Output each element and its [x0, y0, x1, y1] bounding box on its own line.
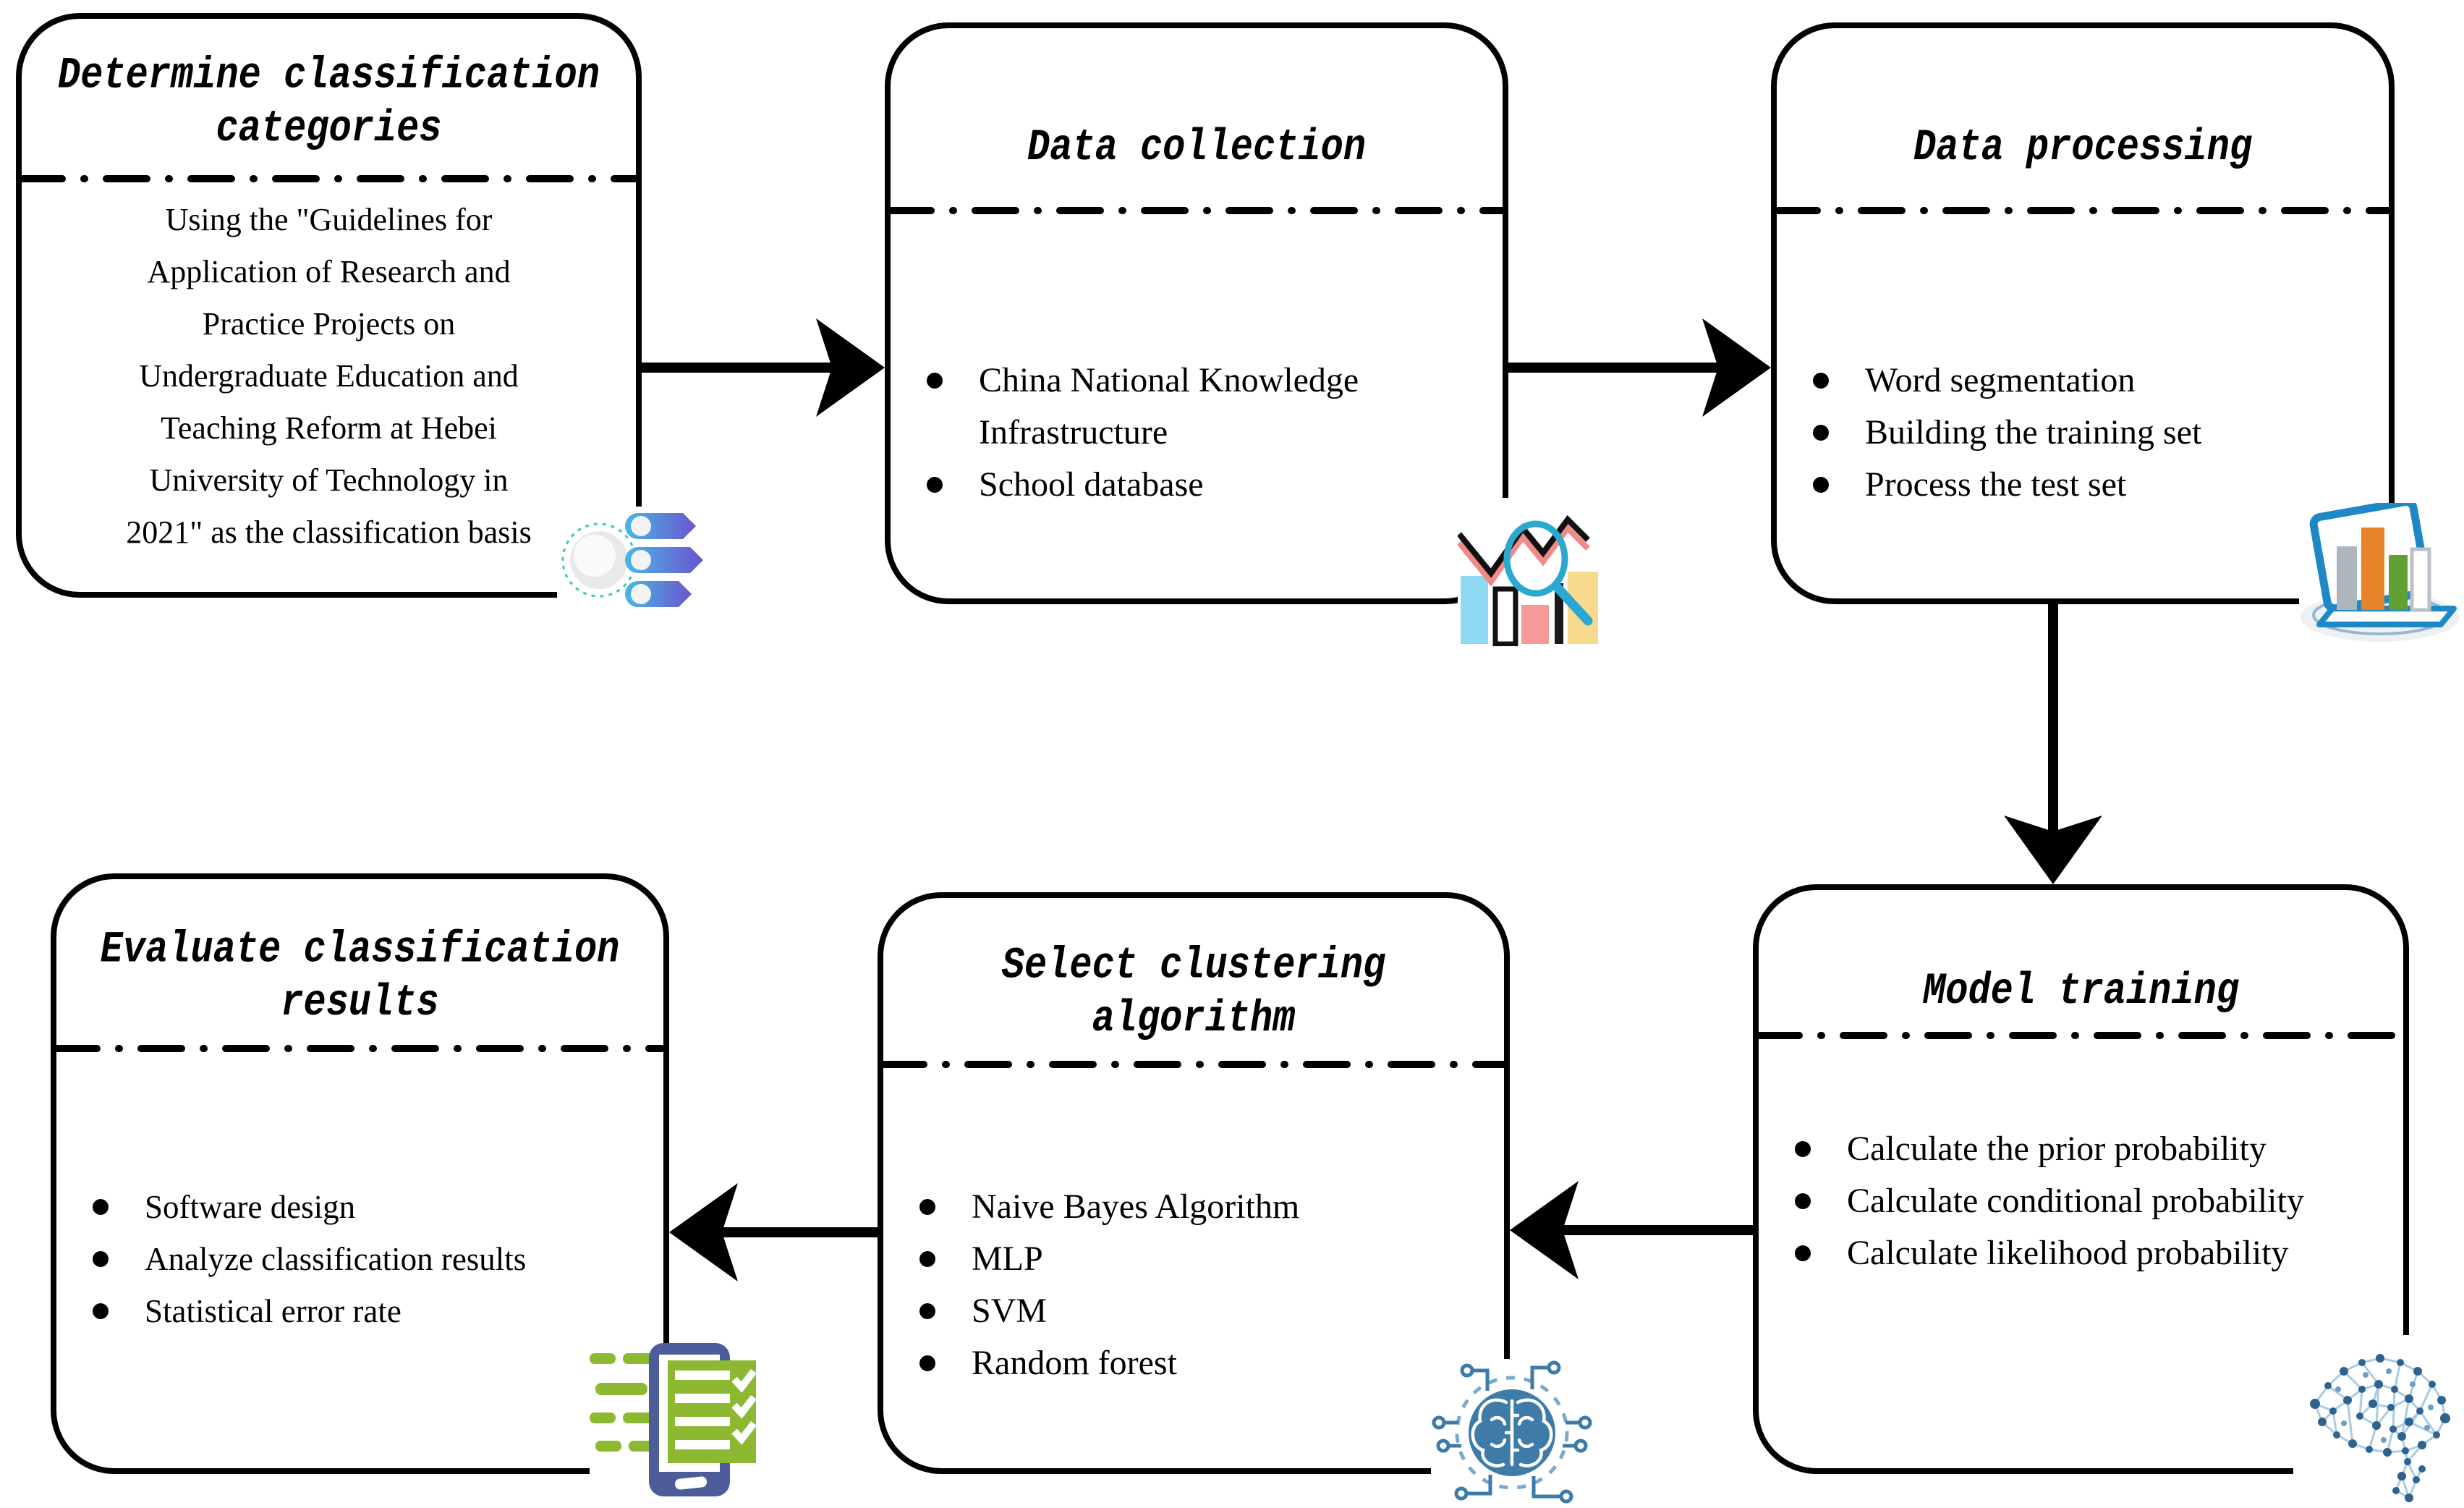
bullet-icon — [93, 1251, 109, 1267]
list-item: Process the test set — [1813, 459, 2376, 511]
bullet-icon — [1795, 1193, 1811, 1209]
step-title-area: Data collection — [891, 28, 1503, 206]
step-title-area: Model training — [1759, 890, 2403, 1031]
dash-dot-divider — [56, 1044, 663, 1053]
step-title-area: Select clustering algorithm — [883, 898, 1504, 1060]
step-title-area: Determine classification categories — [22, 19, 636, 174]
chart-magnifier-icon — [1456, 498, 1613, 647]
step-title: Determine classification categories — [58, 50, 600, 154]
bullet-icon — [919, 1251, 935, 1267]
list-item: Calculate likelihood probability — [1795, 1227, 2390, 1279]
arrowhead-left-icon — [669, 1183, 738, 1282]
step-box-model-training: Model training Calculate the prior proba… — [1753, 884, 2409, 1474]
bullet-list: Software design Analyze classification r… — [56, 1053, 663, 1337]
arrowhead-down-icon — [2004, 816, 2102, 884]
list-item: Statistical error rate — [93, 1285, 650, 1337]
step-title: Evaluate classification results — [100, 924, 620, 1028]
list-item: Random forest — [919, 1337, 1491, 1389]
list-item: SVM — [919, 1285, 1491, 1337]
bullet-icon — [1813, 477, 1829, 493]
bullet-icon — [1795, 1141, 1811, 1157]
list-item: Building the training set — [1813, 407, 2376, 459]
list-item: Analyze classification results — [93, 1233, 650, 1285]
step-box-data-collection: Data collection China National Knowledge… — [885, 22, 1508, 604]
step-body-text: Using the "Guidelines for Application of… — [126, 202, 532, 550]
list-item: Calculate conditional probability — [1795, 1175, 2390, 1227]
bullet-icon — [919, 1303, 935, 1319]
bullet-icon — [1813, 373, 1829, 389]
step-title-area: Evaluate classification results — [56, 879, 663, 1044]
step-box-data-processing: Data processing Word segmentation Buildi… — [1771, 22, 2395, 604]
network-brain-icon — [2290, 1335, 2463, 1507]
list-item: Software design — [93, 1181, 650, 1233]
bullet-list: China National Knowledge Infrastructure … — [891, 215, 1503, 511]
list-item: China National Knowledge Infrastructure — [927, 355, 1490, 459]
step-box-determine-categories: Determine classification categories Usin… — [16, 13, 642, 598]
step-title: Data collection — [1027, 122, 1367, 173]
bullet-icon — [927, 373, 943, 389]
dash-dot-divider — [891, 206, 1503, 215]
list-item: School database — [927, 459, 1490, 511]
step-box-evaluate-results: Evaluate classification results Software… — [51, 873, 669, 1474]
bullet-icon — [93, 1303, 109, 1319]
list-item: Word segmentation — [1813, 355, 2376, 407]
bullet-icon — [919, 1199, 935, 1215]
bullet-list: Word segmentation Building the training … — [1777, 215, 2389, 511]
dash-dot-divider — [1759, 1031, 2403, 1040]
step-title: Select clustering algorithm — [1001, 940, 1386, 1044]
list-item: Calculate the prior probability — [1795, 1123, 2390, 1175]
laptop-bar-chart-icon — [2299, 498, 2464, 644]
bullet-list: Calculate the prior probability Calculat… — [1759, 1040, 2403, 1279]
bullet-icon — [927, 477, 943, 493]
dash-dot-divider — [883, 1060, 1504, 1069]
ai-brain-chip-icon — [1431, 1359, 1597, 1508]
arrowhead-left-icon — [1510, 1181, 1579, 1279]
bullet-list: Naive Bayes Algorithm MLP SVM Random for… — [883, 1069, 1504, 1389]
list-item: MLP — [919, 1233, 1491, 1285]
step-box-select-algorithm: Select clustering algorithm Naive Bayes … — [878, 892, 1510, 1474]
arrowhead-right-icon — [1702, 318, 1771, 417]
step-title: Model training — [1923, 966, 2239, 1017]
bullet-icon — [93, 1199, 109, 1215]
arrowhead-right-icon — [816, 318, 885, 417]
bullet-icon — [1795, 1245, 1811, 1261]
list-item: Naive Bayes Algorithm — [919, 1181, 1491, 1233]
options-list-icon — [557, 507, 705, 608]
bullet-icon — [919, 1355, 935, 1371]
step-title-area: Data processing — [1777, 28, 2389, 206]
checklist-phone-icon — [590, 1343, 757, 1504]
dash-dot-divider — [1777, 206, 2389, 215]
step-title: Data processing — [1913, 122, 2253, 173]
dash-dot-divider — [22, 174, 636, 183]
bullet-icon — [1813, 425, 1829, 441]
